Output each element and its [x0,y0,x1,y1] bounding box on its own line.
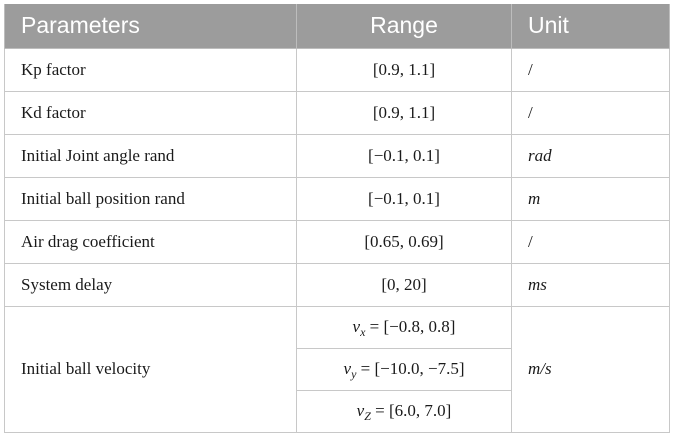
header-unit: Unit [511,4,670,49]
table-row-velocity: vy = [−10.0, −7.5] [5,347,670,391]
cell-range: [0.9, 1.1] [296,47,512,92]
table-row: Kd factor [0.9, 1.1] / [4,90,670,135]
table-row: Initial Joint angle rand [−0.1, 0.1] rad [4,133,670,178]
cell-range-vz: vZ = [6.0, 7.0] [296,389,512,433]
header-parameters: Parameters [4,4,297,49]
header-row: Parameters Range Unit [4,4,670,49]
cell-parameter: Kd factor [4,90,297,135]
velocity-y-formula: vy = [−10.0, −7.5] [343,359,465,381]
cell-parameter: Initial ball velocity [4,305,297,433]
cell-parameter: Initial ball position rand [4,176,297,221]
velocity-x-formula: vx = [−0.8, 0.8] [352,317,456,339]
cell-range: [0.65, 0.69] [296,219,512,264]
cell-range-vx: vx = [−0.8, 0.8] [296,305,512,349]
cell-unit: m [511,176,670,221]
table-header: Parameters Range Unit [4,4,670,49]
cell-range: [−0.1, 0.1] [296,133,512,178]
cell-parameter: Kp factor [4,47,297,92]
cell-parameter: Air drag coefficient [4,219,297,264]
table-body: Kp factor [0.9, 1.1] / Kd factor [0.9, 1… [4,47,670,433]
cell-range: [0, 20] [296,262,512,307]
table-row: Initial ball position rand [−0.1, 0.1] m [4,176,670,221]
table-row: Kp factor [0.9, 1.1] / [4,47,670,92]
cell-unit: / [511,90,670,135]
cell-range-vy: vy = [−10.0, −7.5] [296,347,512,391]
cell-unit: ms [511,262,670,307]
cell-parameter: System delay [4,262,297,307]
header-range: Range [296,4,512,49]
cell-range: [0.9, 1.1] [296,90,512,135]
table-row: System delay [0, 20] ms [4,262,670,307]
parameters-table: Parameters Range Unit Kp factor [0.9, 1.… [4,4,670,433]
cell-unit: rad [511,133,670,178]
cell-parameter: Initial Joint angle rand [4,133,297,178]
cell-unit: m/s [511,305,670,433]
velocity-z-formula: vZ = [6.0, 7.0] [356,401,452,423]
cell-unit: / [511,219,670,264]
table-row-velocity: vZ = [6.0, 7.0] [5,389,670,433]
table-row-velocity: Initial ball velocity vx = [−0.8, 0.8] m… [4,305,670,433]
cell-range: [−0.1, 0.1] [296,176,512,221]
cell-unit: / [511,47,670,92]
table-row: Air drag coefficient [0.65, 0.69] / [4,219,670,264]
